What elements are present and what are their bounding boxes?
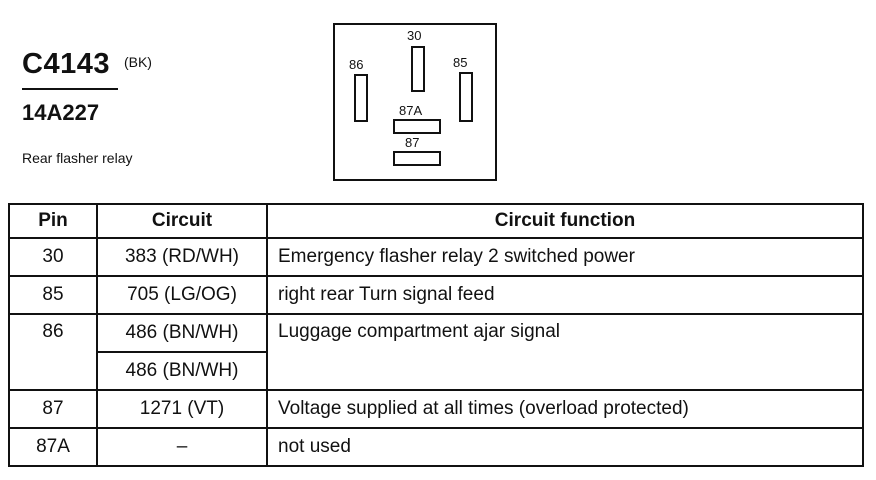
pin-cell: 30	[8, 237, 98, 277]
pin-label-87a: 87A	[399, 103, 423, 118]
pin-label-85: 85	[453, 55, 468, 70]
circuit-cell: 486 (BN/WH)	[96, 313, 268, 353]
connector-id: C4143	[22, 48, 110, 80]
table-row: 87A – not used	[8, 427, 864, 467]
column-header-pin: Pin	[8, 203, 98, 239]
function-cell: Emergency flasher relay 2 switched power	[266, 237, 864, 277]
table-row: 87 1271 (VT) Voltage supplied at all tim…	[8, 389, 864, 429]
function-cell: Voltage supplied at all times (overload …	[266, 389, 864, 429]
function-cell: not used	[266, 427, 864, 467]
connector-header: C4143 (BK) 14A227 Rear flasher relay	[22, 48, 262, 166]
title-underline	[22, 88, 118, 90]
relay-face-diagram: 30 86 85 87A 87	[333, 23, 497, 181]
circuit-cell: 705 (LG/OG)	[96, 275, 268, 315]
pin-function-table: Pin Circuit Circuit function 30 383 (RD/…	[8, 203, 864, 467]
pin-cell: 87	[8, 389, 98, 429]
function-cell: Luggage compartment ajar signal	[266, 313, 864, 391]
pin-terminal-86	[354, 74, 368, 122]
table-row: 30 383 (RD/WH) Emergency flasher relay 2…	[8, 237, 864, 277]
pin-cell: 85	[8, 275, 98, 315]
connector-title: C4143 (BK)	[22, 48, 262, 81]
pin-label-30: 30	[407, 28, 422, 43]
circuit-cell: 486 (BN/WH)	[96, 351, 268, 391]
pin-label-87: 87	[405, 135, 420, 150]
pin-cell: 87A	[8, 427, 98, 467]
table-row: 86 486 (BN/WH) Luggage compartment ajar …	[8, 313, 864, 391]
circuit-cell: –	[96, 427, 268, 467]
function-cell: right rear Turn signal feed	[266, 275, 864, 315]
column-header-circuit: Circuit	[96, 203, 268, 239]
pin-terminal-85	[459, 72, 473, 122]
table-header-row: Pin Circuit Circuit function	[8, 203, 864, 239]
circuit-cell: 1271 (VT)	[96, 389, 268, 429]
pin-terminal-87	[393, 151, 441, 166]
pin-terminal-87a	[393, 119, 441, 134]
pin-cell: 86	[8, 313, 98, 391]
connector-color-code: (BK)	[123, 54, 152, 70]
column-header-function: Circuit function	[266, 203, 864, 239]
table-row: 85 705 (LG/OG) right rear Turn signal fe…	[8, 275, 864, 315]
pin-label-86: 86	[349, 57, 364, 72]
table-row: 486 (BN/WH)	[9, 351, 863, 391]
circuit-cell: 383 (RD/WH)	[96, 237, 268, 277]
part-number: 14A227	[22, 100, 100, 125]
pin-terminal-30	[411, 46, 425, 92]
connector-description: Rear flasher relay	[22, 150, 133, 166]
